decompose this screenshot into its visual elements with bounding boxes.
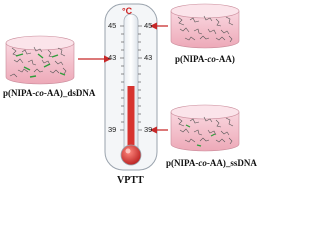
vptt-caption: VPTT [117,175,144,186]
cylinder-dsdna [5,35,75,85]
tick-left-45: 45 [108,21,117,30]
label-ssdna-suffix: -AA)_ssDNA [206,158,257,168]
label-copolymer-co: co [207,54,216,64]
label-copolymer-prefix: p(NIPA- [175,54,208,64]
cylinder-copolymer [170,3,240,49]
mercury-column [127,86,135,152]
tick-right-39: 39 [144,125,153,134]
cylinder-ssdna [170,104,240,152]
mercury-bulb [120,144,142,166]
thermometer [104,3,158,171]
label-dsdna-suffix: -AA)_dsDNA [43,88,96,98]
label-dsdna: p(NIPA-co-AA)_dsDNA [3,89,95,98]
temperature-unit: °C [122,6,133,16]
label-ssdna-prefix: p(NIPA- [166,158,199,168]
label-dsdna-co: co [35,88,44,98]
diagram-canvas [5,3,240,171]
tick-right-45: 45 [144,21,153,30]
tick-marks [120,25,142,131]
label-ssdna: p(NIPA-co-AA)_ssDNA [166,159,257,168]
label-copolymer-suffix: -AA) [215,54,235,64]
arrows [78,22,168,134]
tick-left-39: 39 [108,125,117,134]
tick-left-43: 43 [108,53,117,62]
tick-right-43: 43 [144,53,153,62]
label-dsdna-prefix: p(NIPA- [3,88,36,98]
label-copolymer: p(NIPA-co-AA) [175,55,235,64]
vptt-diagram: °C 45 43 39 45 43 39 VPTT p(NIPA-co-AA)_… [3,3,257,186]
label-ssdna-co: co [198,158,207,168]
